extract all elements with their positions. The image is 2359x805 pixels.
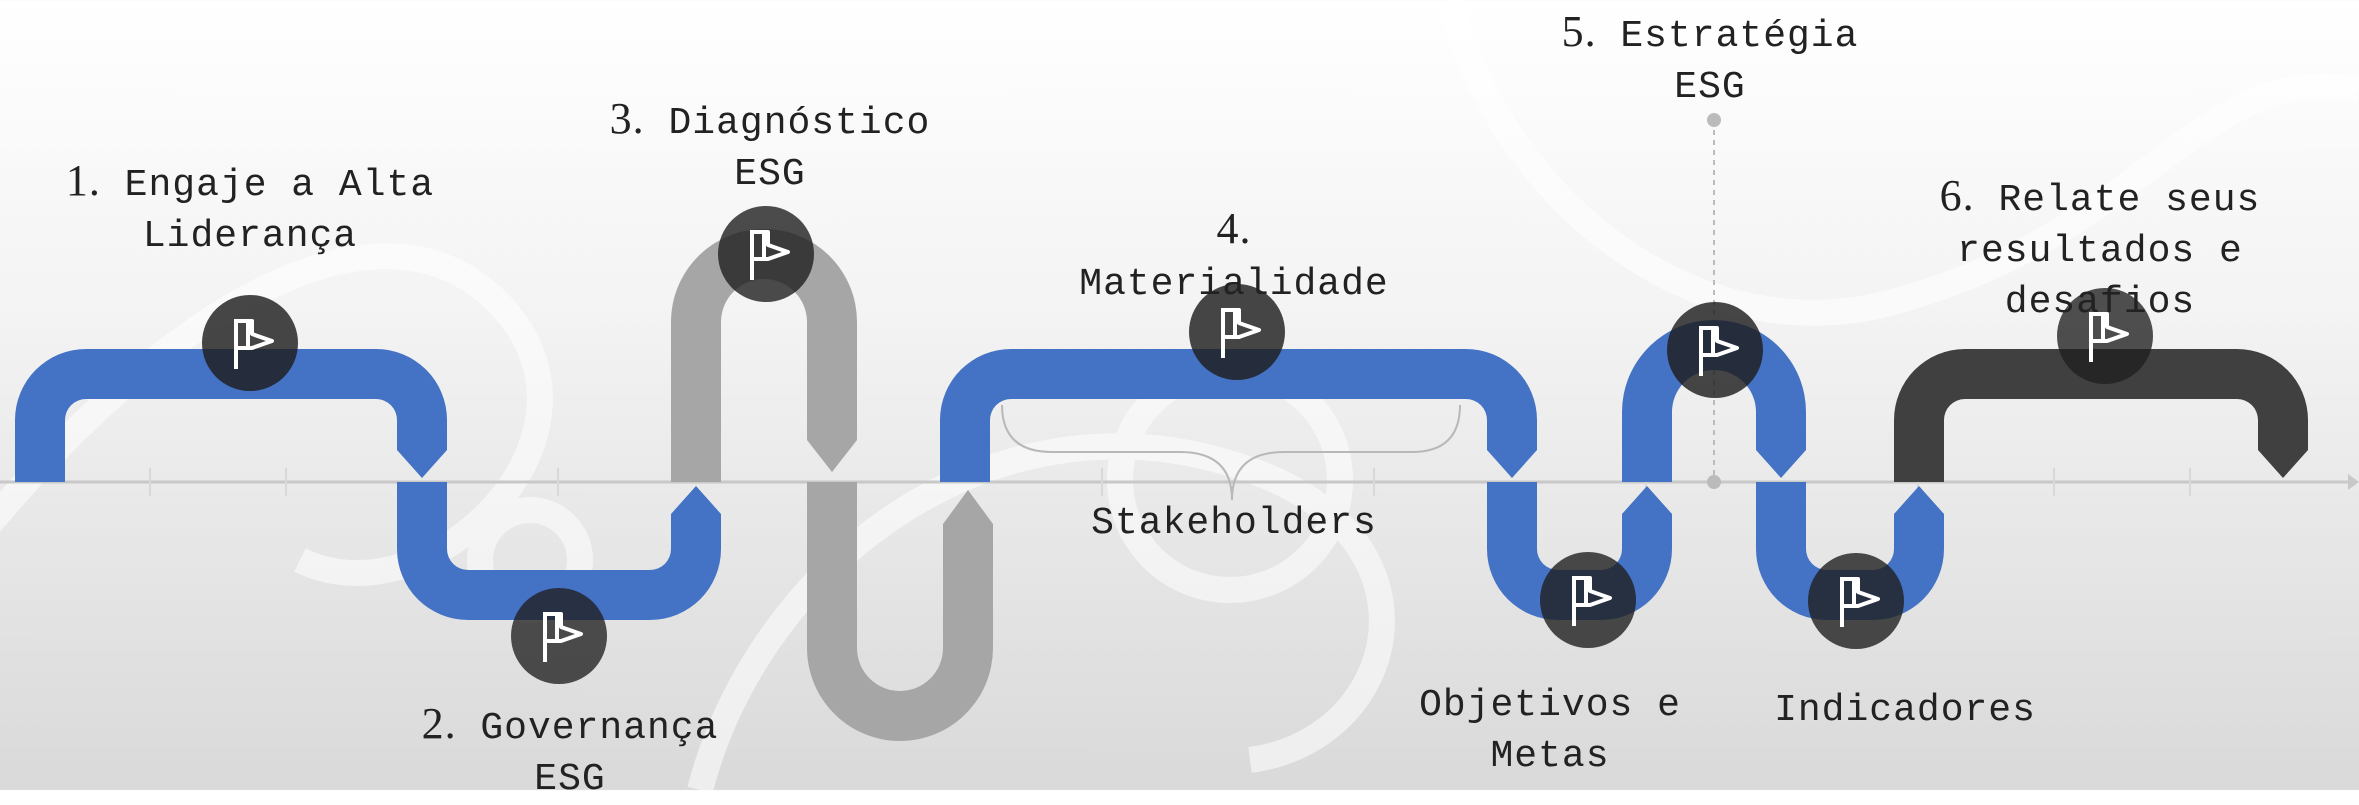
milestone-4 [1189, 284, 1285, 380]
objetivos-label: Objetivos e Metas [1380, 680, 1720, 782]
objetivos-line2: Metas [1490, 735, 1610, 778]
step-1-title-line2: Liderança [142, 215, 358, 258]
flag-icon [234, 319, 274, 369]
timeline-axis [0, 468, 2359, 496]
path-segment-2 [397, 482, 721, 620]
milestone-2 [511, 588, 607, 684]
path-segment-1 [15, 349, 447, 482]
path-segment-4 [940, 349, 1537, 482]
flag-icon [1699, 326, 1739, 376]
step-4-label: 4. Materialidade [1034, 203, 1434, 310]
step-3-title-line2: ESG [734, 153, 806, 196]
milestone-6 [2057, 288, 2153, 384]
step-2-title: Governança [480, 707, 719, 750]
indicadores-label: Indicadores [1774, 689, 2036, 732]
flag-icon [750, 230, 790, 280]
step-5-label: 5. Estratégia ESG [1510, 6, 1910, 113]
step-2-title-line2: ESG [534, 758, 606, 801]
milestone-5c [1808, 553, 1904, 649]
step-4-number: 4. [1216, 204, 1252, 253]
step-3-label: 3. Diagnóstico ESG [560, 93, 980, 200]
step-6-number: 6. [1939, 171, 1975, 220]
step-5-title-line2: ESG [1674, 66, 1746, 109]
step-2-number: 2. [421, 699, 457, 748]
stakeholders-brace [1001, 404, 1461, 501]
milestone-3 [718, 206, 814, 302]
flag-icon [1221, 308, 1261, 358]
path-segment-6 [1894, 349, 2308, 482]
flag-icon [1572, 576, 1612, 626]
step-1-label: 1. Engaje a Alta Liderança [40, 155, 460, 262]
milestone-5a [1540, 552, 1636, 648]
step-5-title: Estratégia [1620, 15, 1859, 58]
step-6-title: Relate seus [1998, 179, 2261, 222]
path-segment-3a [671, 229, 857, 482]
strategy-marker [1707, 113, 1721, 489]
flag-icon [1840, 577, 1880, 627]
step-3-number: 3. [609, 94, 645, 143]
step-1-number: 1. [65, 156, 101, 205]
objetivos-line1: Objetivos e [1419, 684, 1681, 727]
flag-icon [2089, 312, 2129, 362]
stakeholders-label: Stakeholders [1091, 502, 1377, 545]
step-6-title-line3: desafios [2004, 281, 2196, 324]
step-5-number: 5. [1561, 7, 1597, 56]
milestone-5 [1667, 302, 1763, 398]
step-2-label: 2. Governança ESG [360, 698, 780, 805]
step-6-label: 6. Relate seus resultados e desafios [1880, 170, 2320, 328]
step-6-title-line2: resultados e [1957, 230, 2243, 273]
step-3-title: Diagnóstico [668, 102, 931, 145]
step-4-title-line2: Materialidade [1079, 263, 1389, 306]
flag-icon [543, 612, 583, 662]
milestone-1 [202, 295, 298, 391]
path-segment-3b [807, 482, 993, 741]
step-1-title: Engaje a Alta [124, 164, 435, 207]
